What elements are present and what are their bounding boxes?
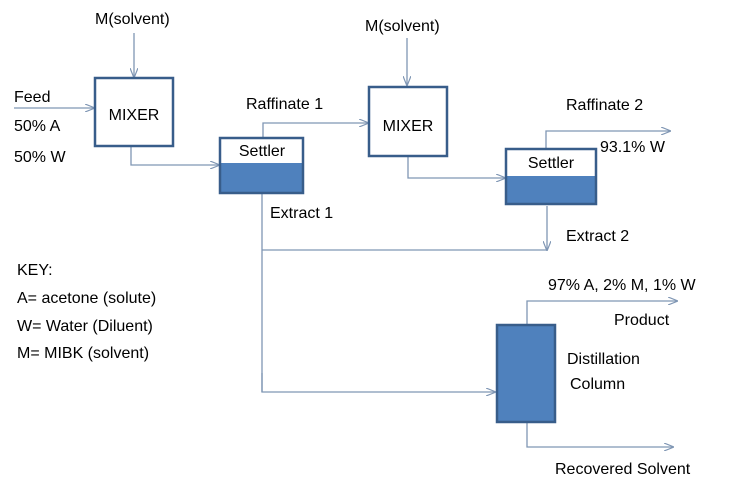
mixer-1: MIXER	[93, 76, 175, 148]
settler-2-box	[504, 147, 598, 206]
product-label: Product	[614, 312, 670, 329]
distillation-column	[495, 323, 557, 424]
product-line	[526, 301, 677, 325]
mixer-1-label: MIXER	[109, 107, 160, 124]
solvent-2-label: M(solvent)	[365, 18, 440, 35]
mixer-1-box	[93, 76, 175, 148]
key-water: W= Water (Diluent)	[17, 318, 153, 335]
mixer-2-label: MIXER	[383, 118, 434, 135]
settler-1-label: Settler	[239, 143, 286, 160]
distillation-column-label-line-2: Column	[570, 376, 625, 393]
solvent-1-label: M(solvent)	[95, 11, 170, 28]
extract-1-label: Extract 1	[270, 205, 333, 222]
feed-line-2: 50% W	[14, 149, 66, 166]
distillation-column-body	[495, 323, 557, 424]
settler-1-liquid	[220, 163, 303, 193]
raffinate-2-label: Raffinate 2	[566, 97, 643, 114]
raffinate-2-composition: 93.1% W	[600, 139, 666, 156]
settler-1-box	[218, 136, 305, 195]
mixer-2-box	[367, 85, 449, 158]
recovered-solvent-label: Recovered Solvent	[555, 461, 691, 478]
settler-2: Settler	[504, 147, 598, 206]
key-legend: KEY: A= acetone (solute) W= Water (Dilue…	[17, 262, 156, 362]
settler-2-label: Settler	[528, 155, 575, 172]
key-acetone: A= acetone (solute)	[17, 290, 156, 307]
key-mibk: M= MIBK (solvent)	[17, 345, 149, 362]
extract-to-column-line	[261, 373, 495, 392]
feed-line-1: 50% A	[14, 118, 61, 135]
key-title: KEY:	[17, 262, 53, 279]
distillation-column-label-line-1: Distillation	[567, 351, 640, 368]
stream-lines	[14, 33, 677, 447]
mixer-2-to-settler-2	[407, 157, 505, 178]
mixer-2: MIXER	[367, 85, 449, 158]
raffinate-1-label: Raffinate 1	[246, 96, 323, 113]
raffinate-1-line	[262, 123, 368, 138]
product-composition: 97% A, 2% M, 1% W	[548, 277, 697, 294]
raffinate-2-line	[545, 131, 670, 148]
feed-title: Feed	[14, 89, 50, 106]
settler-1: Settler	[218, 136, 305, 195]
recovered-solvent-line	[526, 423, 673, 447]
settler-2-liquid	[506, 176, 596, 204]
extract-2-label: Extract 2	[566, 228, 629, 245]
mixer-1-to-settler-1	[130, 147, 219, 165]
